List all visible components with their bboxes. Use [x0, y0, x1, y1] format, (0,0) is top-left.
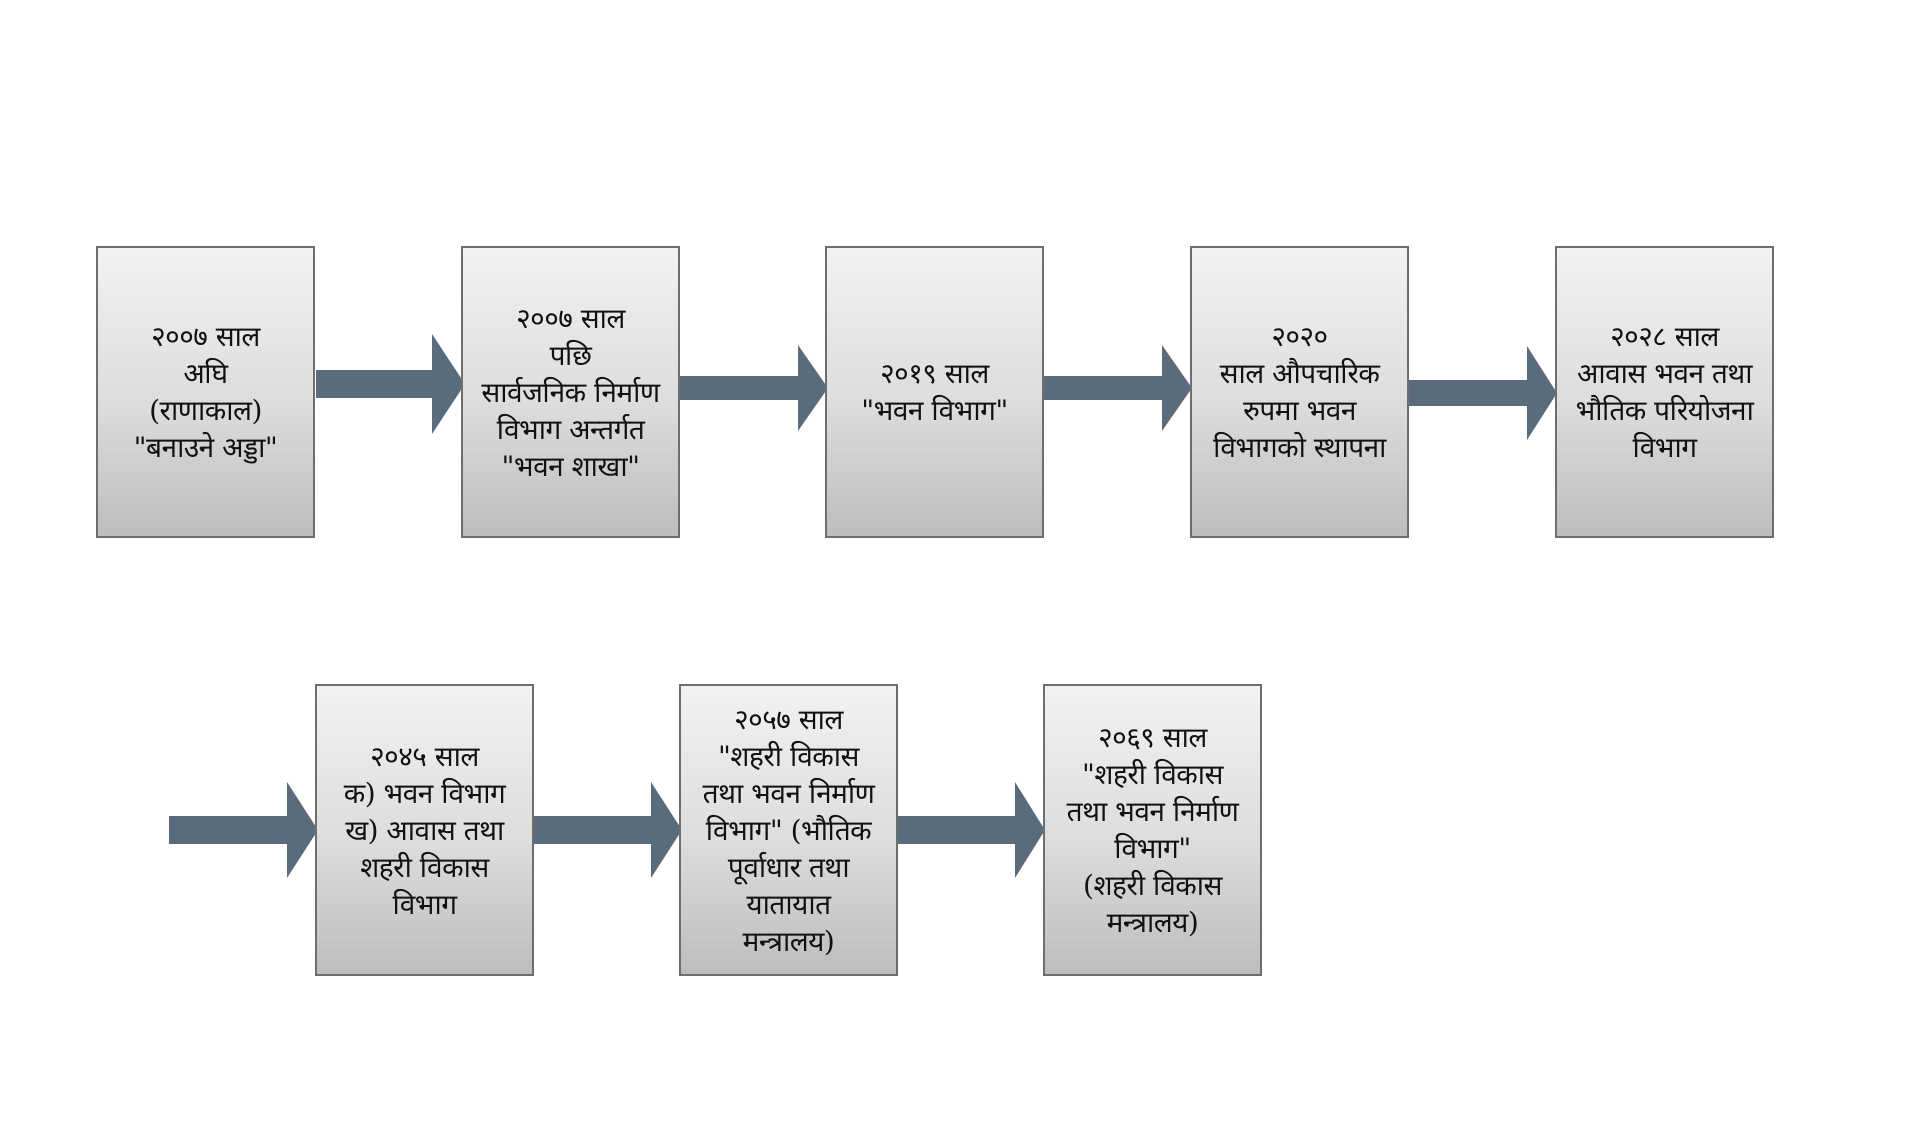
timeline-box-7: २०५७ साल "शहरी विकास तथा भवन निर्माण विभ… — [679, 684, 898, 976]
box-text: २०२० साल औपचारिक रुपमा भवन विभागको स्थाप… — [1194, 318, 1405, 466]
box-line: "भवन शाखा" — [501, 449, 640, 483]
box-line: २०४५ साल — [370, 739, 479, 773]
box-line: पछि — [549, 338, 592, 372]
box-line: २०२० — [1271, 320, 1328, 353]
timeline-box-8: २०६९ साल "शहरी विकास तथा भवन निर्माण विभ… — [1043, 684, 1262, 976]
box-text: २०४५ साल क) भवन विभाग ख) आवास तथा शहरी व… — [319, 738, 530, 923]
box-line: ख) आवास तथा — [345, 813, 504, 847]
timeline-box-4: २०२० साल औपचारिक रुपमा भवन विभागको स्थाप… — [1190, 246, 1409, 538]
box-line: २०५७ साल — [734, 702, 843, 736]
box-text: २०२८ साल आवास भवन तथा भौतिक परियोजना विभ… — [1559, 318, 1770, 466]
timeline-box-3: २०१९ साल "भवन विभाग" — [825, 246, 1044, 538]
arrow-shape — [169, 782, 318, 878]
arrow-shape — [897, 782, 1045, 878]
arrow-shape — [680, 345, 828, 431]
arrow-icon — [533, 782, 682, 878]
box-line: तथा भवन निर्माण — [1066, 795, 1239, 828]
box-line: पूर्वाधार तथा — [727, 850, 850, 884]
box-line: २०१९ साल — [880, 357, 989, 390]
box-line: यातायात — [746, 887, 831, 921]
box-line: विभाग — [1632, 431, 1697, 464]
arrow-shape — [1044, 345, 1192, 431]
box-line: "शहरी विकास — [1082, 758, 1223, 791]
box-line: विभाग" — [1114, 832, 1191, 865]
box-line: शहरी विकास — [360, 850, 489, 884]
arrow-shape — [316, 334, 465, 434]
box-line: विभागको स्थापना — [1213, 431, 1386, 464]
box-line: २०६९ साल — [1098, 721, 1207, 754]
timeline-box-1: २००७ साल अघि (राणाकाल) "बनाउने अड्डा" — [96, 246, 315, 538]
box-line: सार्वजनिक निर्माण — [481, 375, 660, 409]
arrow-shape — [1409, 346, 1557, 440]
box-line: विभाग अन्तर्गत — [496, 412, 645, 446]
box-line: रुपमा भवन — [1243, 394, 1356, 427]
box-line: २००७ साल — [151, 320, 260, 353]
arrow-icon — [897, 782, 1045, 878]
arrow-icon — [680, 345, 828, 431]
box-text: २००७ साल पछि सार्वजनिक निर्माण विभाग अन्… — [465, 300, 676, 485]
box-line: "बनाउने अड्डा" — [133, 431, 278, 464]
box-line: २०२८ साल — [1610, 320, 1719, 353]
box-line: क) भवन विभाग — [343, 776, 506, 810]
box-line: "शहरी विकास — [718, 739, 859, 773]
box-text: २००७ साल अघि (राणाकाल) "बनाउने अड्डा" — [100, 318, 311, 466]
timeline-box-5: २०२८ साल आवास भवन तथा भौतिक परियोजना विभ… — [1555, 246, 1774, 538]
box-line: मन्त्रालय) — [742, 924, 835, 958]
box-text: २०१९ साल "भवन विभाग" — [829, 355, 1040, 429]
box-line: (शहरी विकास — [1083, 869, 1222, 902]
arrow-icon — [169, 782, 318, 878]
timeline-box-6: २०४५ साल क) भवन विभाग ख) आवास तथा शहरी व… — [315, 684, 534, 976]
box-line: (राणाकाल) — [149, 394, 262, 427]
box-text: २०५७ साल "शहरी विकास तथा भवन निर्माण विभ… — [683, 701, 894, 960]
arrow-icon — [316, 334, 465, 434]
arrow-icon — [1044, 345, 1192, 431]
box-line: विभाग" (भौतिक — [705, 813, 872, 847]
box-line: भौतिक परियोजना — [1575, 394, 1754, 427]
box-line: "भवन विभाग" — [861, 394, 1008, 427]
box-line: तथा भवन निर्माण — [702, 776, 875, 810]
box-line: अघि — [183, 357, 228, 390]
arrow-icon — [1409, 346, 1557, 440]
timeline-box-2: २००७ साल पछि सार्वजनिक निर्माण विभाग अन्… — [461, 246, 680, 538]
box-line: विभाग — [392, 887, 457, 921]
box-line: मन्त्रालय) — [1106, 906, 1199, 939]
box-line: २००७ साल — [516, 301, 625, 335]
box-line: आवास भवन तथा — [1576, 357, 1753, 390]
arrow-shape — [533, 782, 682, 878]
box-text: २०६९ साल "शहरी विकास तथा भवन निर्माण विभ… — [1047, 719, 1258, 941]
box-line: साल औपचारिक — [1219, 357, 1380, 390]
